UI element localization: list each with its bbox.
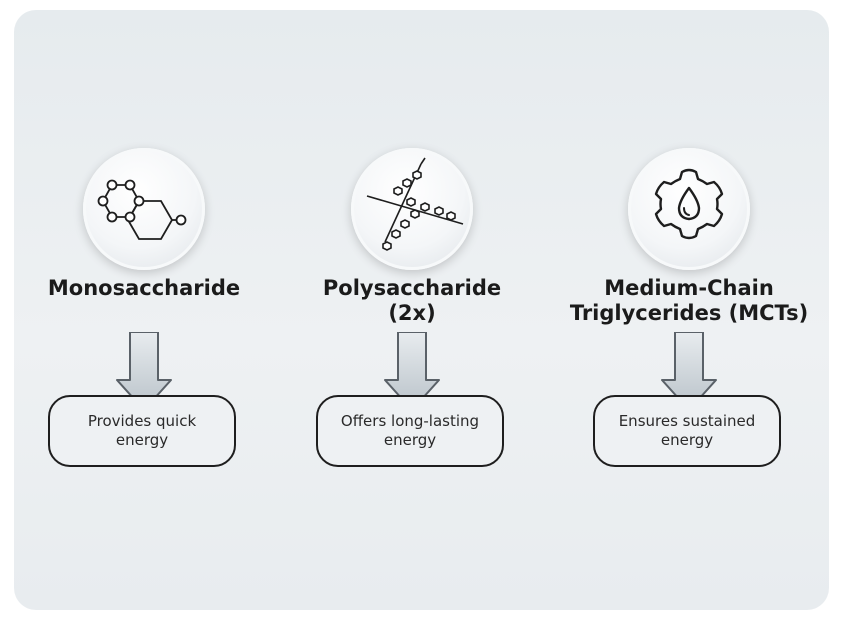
icon-circle xyxy=(83,148,205,270)
monosaccharide-molecule-icon xyxy=(97,179,187,240)
result-text: Ensures sustained energy xyxy=(618,412,756,449)
result-box: Provides quick energy xyxy=(48,395,236,467)
column-monosaccharide: Monosaccharide Provides quick energy xyxy=(14,10,274,610)
gear-oil-drop-icon xyxy=(654,168,724,240)
item-title: Polysaccharide (2x) xyxy=(322,276,502,325)
item-title: Monosaccharide xyxy=(47,276,241,300)
column-polysaccharide: Polysaccharide (2x) Offers long-lasting … xyxy=(282,10,542,610)
result-text: Provides quick energy xyxy=(87,412,197,449)
icon-circle xyxy=(351,148,473,270)
column-mcts: Medium-Chain Triglycerides (MCTs) Ensure… xyxy=(559,10,819,610)
result-box: Offers long-lasting energy xyxy=(316,395,504,467)
polysaccharide-chain-icon xyxy=(366,157,464,251)
item-title: Medium-Chain Triglycerides (MCTs) xyxy=(569,276,809,325)
result-text: Offers long-lasting energy xyxy=(340,412,480,449)
icon-circle xyxy=(628,148,750,270)
result-box: Ensures sustained energy xyxy=(593,395,781,467)
diagram-panel: Monosaccharide Provides quick energy xyxy=(14,10,829,610)
